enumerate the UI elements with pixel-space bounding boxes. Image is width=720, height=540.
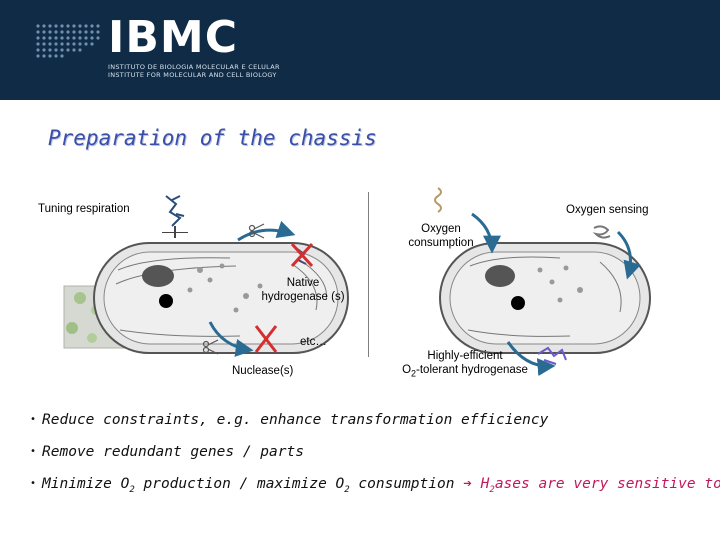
label-oxygen-sensing: Oxygen sensing (566, 204, 649, 216)
arrow-top-right (471, 212, 501, 254)
respiration-gene-icon (162, 226, 188, 238)
native-hydrogenase-cross-icon (290, 242, 314, 268)
label-nuclease: Nuclease(s) (232, 365, 294, 377)
arrow-top-left (237, 220, 296, 242)
scissors-icon-2 (202, 339, 219, 355)
oxygen-sensor-protein-icon (434, 187, 442, 213)
bullet-item: •Remove redundant genes / parts (30, 444, 304, 460)
logo-title: IBMC (108, 12, 238, 63)
arrow-right (616, 230, 641, 280)
logo-dots-icon (36, 24, 100, 58)
logo-subtitle-en: INSTITUTE FOR MOLECULAR AND CELL BIOLOGY (108, 71, 277, 79)
etc-cross-icon (254, 325, 278, 353)
scissors-icon-1 (248, 223, 265, 239)
label-highly-efficient-hydrogenase: Highly-efficient O2-tolerant hydrogenase (402, 350, 528, 379)
label-etc: etc… (300, 336, 327, 348)
highly-efficient-hydrogenase-icon (537, 346, 567, 365)
label-oxygen-consumption: Oxygen consumption (408, 223, 474, 249)
respiration-protein-icon (165, 195, 185, 227)
right-arrow-icon: ➔ (463, 476, 472, 492)
logo-subtitle-pt: INSTITUTO DE BIOLOGIA MOLECULAR E CELULA… (108, 63, 280, 71)
slide-title: Preparation of the chassis (48, 126, 377, 150)
arrow-bottom-left (208, 321, 254, 357)
panel-divider (368, 192, 369, 357)
cell-left (93, 242, 349, 354)
cell-right (439, 242, 651, 354)
header-banner: IBMC INSTITUTO DE BIOLOGIA MOLECULAR E C… (0, 0, 720, 100)
arrow-bottom-right (506, 341, 556, 377)
oxygen-sensing-protein-icon (592, 225, 611, 239)
label-tuning-respiration: Tuning respiration (38, 203, 130, 215)
bullet-item: •Reduce constraints, e.g. enhance transf… (30, 412, 549, 428)
label-native-hydrogenase: Native hydrogenase (s) (261, 277, 345, 303)
bullet-item: •Minimize O2 production / maximize O2 co… (30, 476, 720, 495)
